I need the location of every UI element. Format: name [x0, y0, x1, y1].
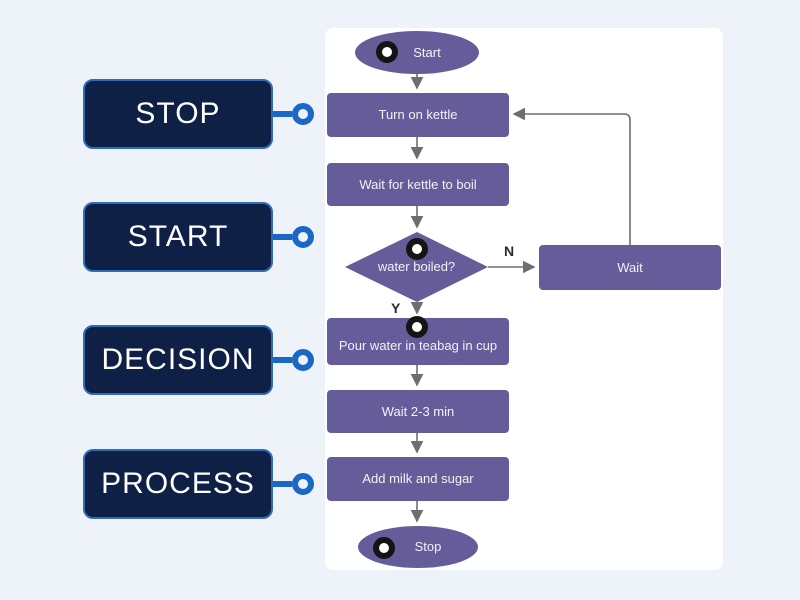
decision-diamond: [345, 232, 488, 302]
node-pour-water-label: Pour water in teabag in cup: [338, 337, 498, 353]
label-decision-text[interactable]: DECISION: [83, 325, 273, 395]
node-start-label: Start: [413, 44, 441, 60]
connector-ring[interactable]: [292, 103, 314, 125]
label-process-text[interactable]: PROCESS: [83, 449, 273, 519]
flowchart-panel: Start Turn on kettle Wait for kettle to …: [325, 28, 723, 570]
connector-stub: [273, 481, 292, 487]
label-process[interactable]: PROCESS: [83, 449, 314, 519]
node-decision-label: water boiled?: [377, 259, 456, 274]
node-turn-on-kettle: Turn on kettle: [327, 93, 509, 137]
node-turn-on-kettle-label: Turn on kettle: [378, 107, 458, 123]
connector-ring[interactable]: [292, 473, 314, 495]
connector-ring[interactable]: [292, 349, 314, 371]
label-decision[interactable]: DECISION: [83, 325, 314, 395]
target-marker-start[interactable]: [376, 41, 398, 63]
branch-label-no: N: [504, 243, 515, 259]
node-wait-for-boil-label: Wait for kettle to boil: [359, 176, 477, 192]
node-wait-2-3-min: Wait 2-3 min: [327, 390, 509, 433]
branch-label-yes: Y: [391, 300, 401, 316]
target-marker-stop[interactable]: [373, 537, 395, 559]
connector-stub: [273, 234, 292, 240]
flow-connectors: [345, 74, 631, 523]
connector-stub: [273, 111, 292, 117]
connector-ring[interactable]: [292, 226, 314, 248]
node-wait-label: Wait: [617, 259, 643, 275]
target-marker-process[interactable]: [406, 316, 428, 338]
node-wait-for-boil: Wait for kettle to boil: [327, 163, 509, 206]
node-wait: Wait: [539, 245, 721, 290]
target-marker-decision[interactable]: [406, 238, 428, 260]
label-start-text[interactable]: START: [83, 202, 273, 272]
node-start: Start: [355, 31, 479, 74]
node-stop-label: Stop: [414, 539, 442, 555]
node-add-milk-sugar: Add milk and sugar: [327, 457, 509, 501]
connector-stub: [273, 357, 292, 363]
label-stop[interactable]: STOP: [83, 79, 314, 149]
label-start[interactable]: START: [83, 202, 314, 272]
label-stop-text[interactable]: STOP: [83, 79, 273, 149]
node-wait-2-3-min-label: Wait 2-3 min: [381, 403, 455, 419]
node-add-milk-sugar-label: Add milk and sugar: [362, 471, 474, 487]
